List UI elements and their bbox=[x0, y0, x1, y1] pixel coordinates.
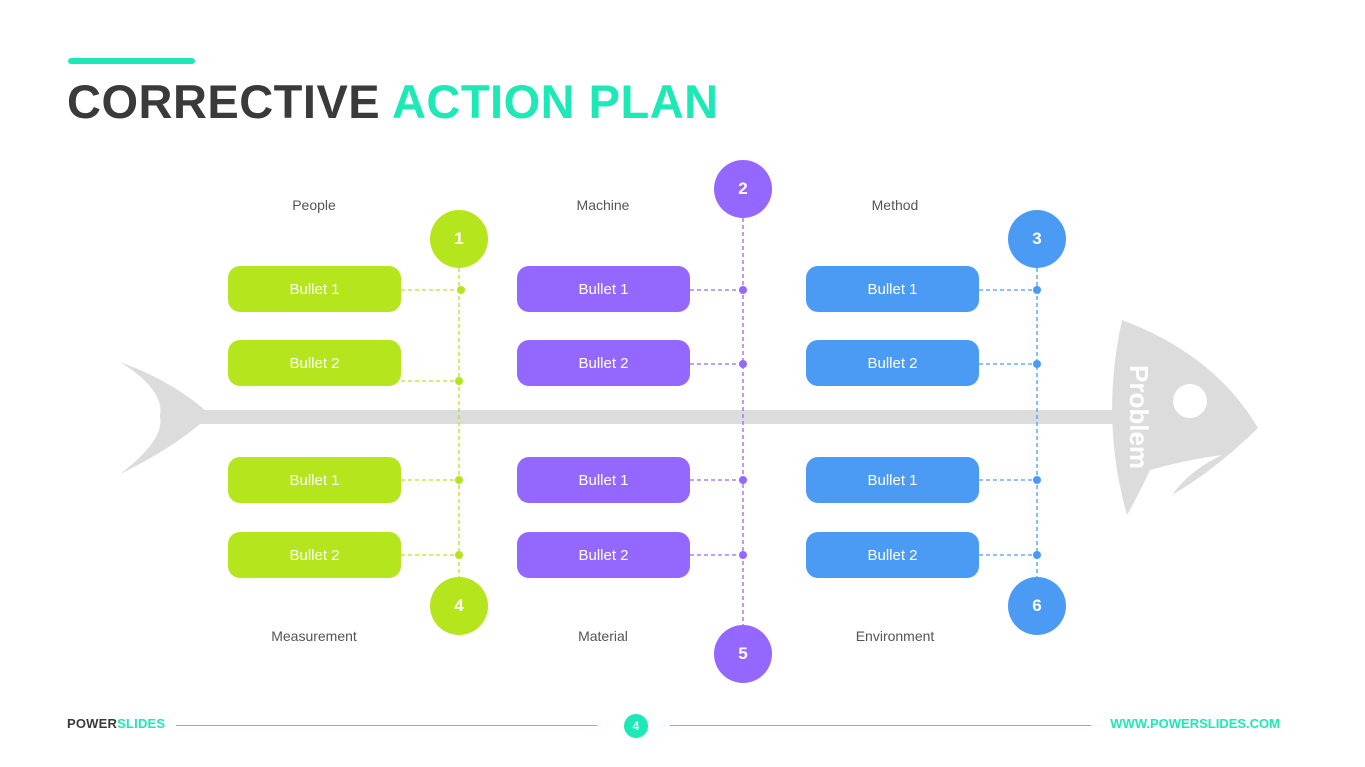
measurement-bullet-1: Bullet 1 bbox=[228, 457, 401, 503]
connector-dot bbox=[1033, 286, 1041, 294]
method-bullet-2: Bullet 2 bbox=[806, 340, 979, 386]
machine-bullet-1: Bullet 1 bbox=[517, 266, 690, 312]
fish-spine bbox=[195, 410, 1125, 424]
category-measurement: Measurement bbox=[271, 628, 357, 644]
fish-eye bbox=[1173, 384, 1207, 418]
footer-brand-dark: POWER bbox=[67, 716, 118, 731]
machine-bullet-2: Bullet 2 bbox=[517, 340, 690, 386]
method-bullet-1: Bullet 1 bbox=[806, 266, 979, 312]
footer-url[interactable]: WWW.POWERSLIDES.COM bbox=[1110, 716, 1280, 731]
fish-head-label: Problem bbox=[1124, 365, 1154, 469]
footer-divider-right bbox=[670, 725, 1091, 726]
category-machine: Machine bbox=[576, 197, 630, 213]
number-badge-2: 2 bbox=[714, 160, 772, 218]
connector-dot bbox=[739, 551, 747, 559]
connector-dot bbox=[739, 286, 747, 294]
page-number: 4 bbox=[624, 714, 648, 738]
environment-bullet-1: Bullet 1 bbox=[806, 457, 979, 503]
category-environment: Environment bbox=[855, 628, 935, 644]
connector-dot bbox=[739, 360, 747, 368]
people-bullet-2: Bullet 2 bbox=[228, 340, 401, 386]
connector-dot bbox=[455, 476, 463, 484]
number-badge-4: 4 bbox=[430, 577, 488, 635]
number-badge-5: 5 bbox=[714, 625, 772, 683]
connector-dot bbox=[1033, 476, 1041, 484]
category-people: People bbox=[292, 197, 336, 213]
number-badge-1: 1 bbox=[430, 210, 488, 268]
title-accent-part: ACTION PLAN bbox=[391, 75, 719, 128]
footer-brand-accent: SLIDES bbox=[117, 716, 166, 731]
connector-dot bbox=[1033, 551, 1041, 559]
footer-divider-left bbox=[176, 725, 597, 726]
connector-dot bbox=[457, 286, 465, 294]
connector-dot bbox=[455, 377, 463, 385]
page-title: CORRECTIVE ACTION PLAN bbox=[67, 72, 719, 132]
category-method: Method bbox=[871, 197, 919, 213]
fish-tail bbox=[120, 362, 205, 474]
environment-bullet-2: Bullet 2 bbox=[806, 532, 979, 578]
material-bullet-2: Bullet 2 bbox=[517, 532, 690, 578]
connector-dot bbox=[1033, 360, 1041, 368]
people-bullet-1: Bullet 1 bbox=[228, 266, 401, 312]
number-badge-3: 3 bbox=[1008, 210, 1066, 268]
fish-head bbox=[1112, 320, 1258, 515]
connector-dot bbox=[455, 551, 463, 559]
footer-brand: POWERSLIDES bbox=[67, 716, 165, 731]
connector-dot bbox=[739, 476, 747, 484]
title-dark-part: CORRECTIVE bbox=[67, 75, 381, 128]
category-material: Material bbox=[578, 628, 628, 644]
number-badge-6: 6 bbox=[1008, 577, 1066, 635]
measurement-bullet-2: Bullet 2 bbox=[228, 532, 401, 578]
material-bullet-1: Bullet 1 bbox=[517, 457, 690, 503]
title-accent-bar bbox=[68, 58, 195, 64]
